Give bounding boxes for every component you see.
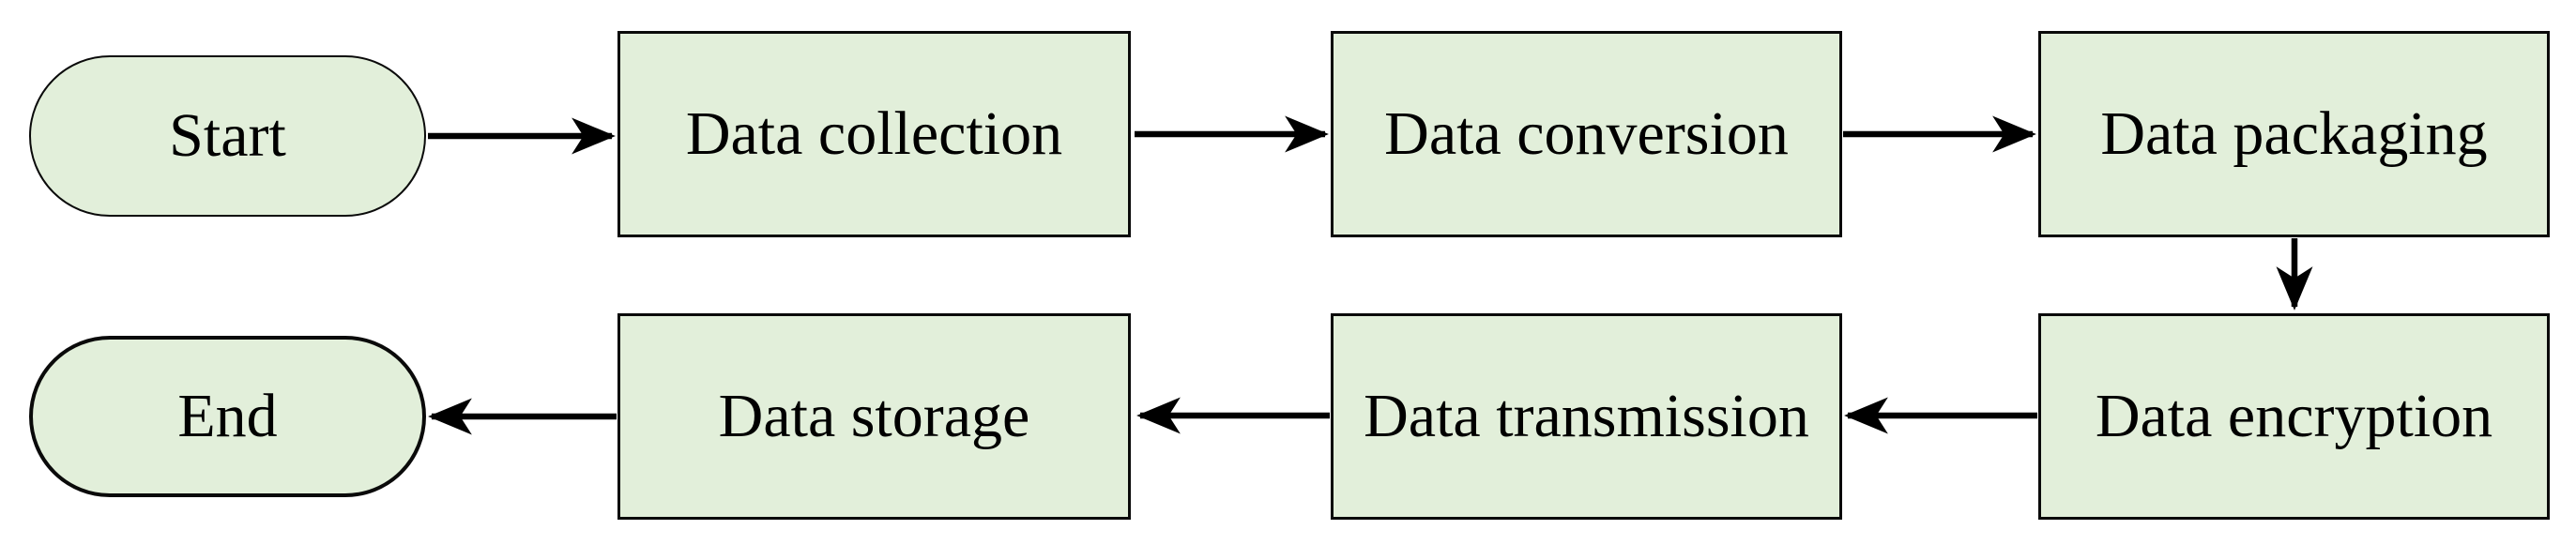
- node-start-label: Start: [169, 101, 286, 170]
- node-data-packaging-label: Data packaging: [2100, 99, 2488, 168]
- node-end: End: [29, 336, 426, 497]
- node-data-encryption: Data encryption: [2038, 313, 2550, 520]
- node-data-transmission-label: Data transmission: [1364, 382, 1809, 450]
- node-data-storage: Data storage: [617, 313, 1131, 520]
- node-data-packaging: Data packaging: [2038, 31, 2550, 237]
- node-end-label: End: [177, 382, 278, 450]
- node-start: Start: [29, 55, 426, 217]
- node-data-conversion-label: Data conversion: [1384, 99, 1789, 168]
- node-data-encryption-label: Data encryption: [2095, 382, 2493, 450]
- node-data-collection-label: Data collection: [685, 99, 1063, 168]
- node-data-transmission: Data transmission: [1331, 313, 1842, 520]
- node-data-storage-label: Data storage: [718, 382, 1030, 450]
- node-data-collection: Data collection: [617, 31, 1131, 237]
- node-data-conversion: Data conversion: [1331, 31, 1842, 237]
